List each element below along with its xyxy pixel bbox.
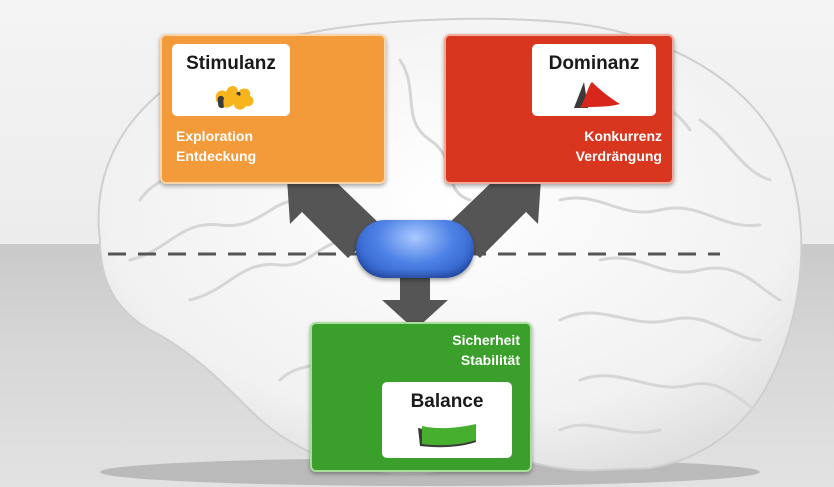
dominanz-label-2: Verdrängung [575, 148, 662, 164]
balance-title: Balance [410, 391, 484, 412]
dominanz-title: Dominanz [548, 53, 640, 74]
stimulanz-card: Stimulanz [172, 44, 290, 116]
dominanz-glyph-icon [574, 82, 620, 108]
stimulanz-glyph-icon [215, 86, 254, 110]
balance-box: Sicherheit Stabilität Balance [310, 322, 532, 472]
stimulanz-box: Stimulanz Exploration Entdeckung [160, 34, 386, 184]
stimulanz-label-2: Entdeckung [176, 148, 257, 164]
balance-label-1: Sicherheit [452, 332, 520, 348]
arrow-to-balance [382, 278, 448, 330]
stimulanz-title: Stimulanz [186, 53, 276, 74]
balance-label-2: Stabilität [460, 352, 520, 368]
center-node [356, 220, 474, 278]
arrow-to-stimulanz [286, 164, 382, 258]
stimulanz-labels: Exploration Entdeckung [176, 126, 256, 166]
dominanz-box: Dominanz Konkurrenz Verdrängung [444, 34, 674, 184]
dominanz-card: Dominanz [532, 44, 656, 116]
balance-labels: Sicherheit Stabilität [452, 330, 520, 370]
balance-card: Balance [382, 382, 512, 458]
balance-glyph-icon [418, 424, 476, 448]
dominanz-label-1: Konkurrenz [584, 128, 662, 144]
dominanz-labels: Konkurrenz Verdrängung [576, 126, 662, 166]
stimulanz-label-1: Exploration [176, 128, 254, 144]
